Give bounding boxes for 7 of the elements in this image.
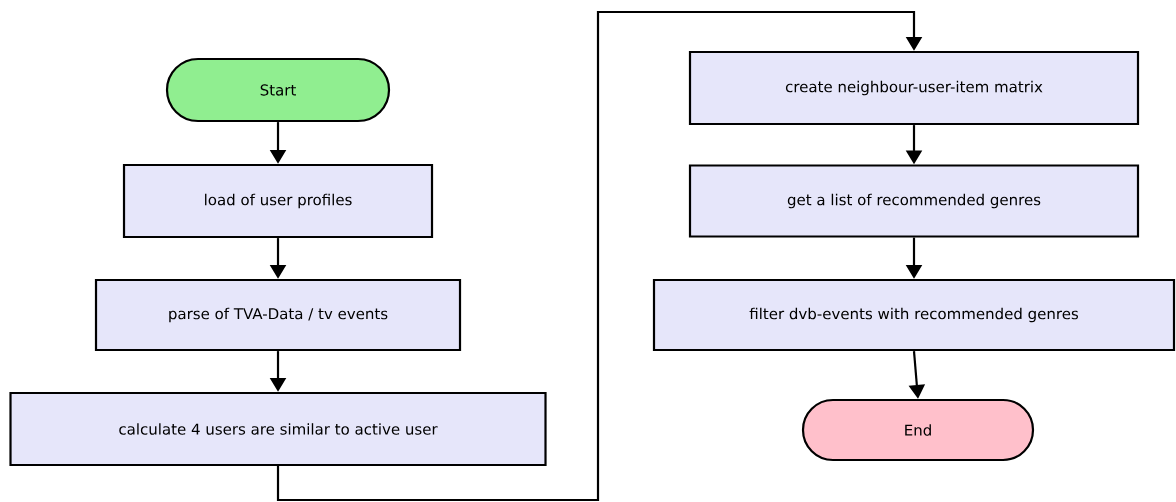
- process-box: get a list of recommended genres: [688, 164, 1140, 238]
- process-box: create neighbour-user-item matrix: [688, 50, 1140, 126]
- process-box: load of user profiles: [122, 163, 434, 239]
- process-box: calculate 4 users are similar to active user: [9, 391, 547, 467]
- process-box: filter dvb-events with recommended genres: [652, 278, 1176, 352]
- process-box: parse of TVA-Data / tv events: [94, 278, 462, 352]
- arrow: [276, 10, 923, 502]
